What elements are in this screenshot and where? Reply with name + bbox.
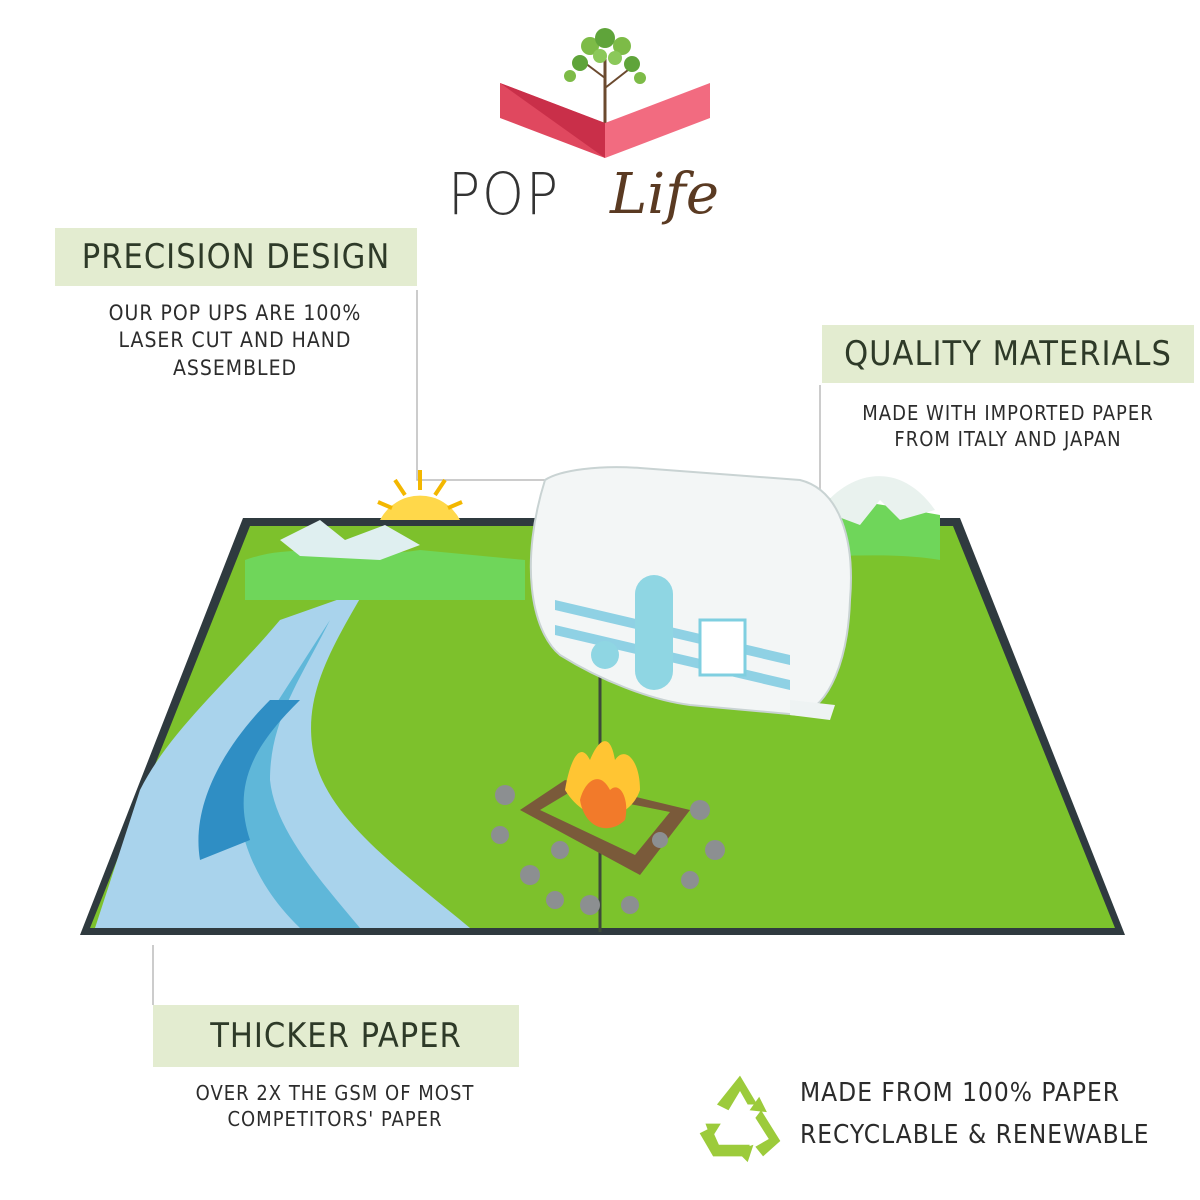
fire-stones [491,785,725,915]
card-cover [80,518,1125,935]
precision-line-2: LASER CUT AND HAND [118,328,352,353]
precision-line-1: OUR POP UPS ARE 100% [108,301,362,325]
quality-materials-text: MADE WITH IMPORTED PAPER FROM ITALY AND … [822,400,1194,452]
left-hills [245,550,525,600]
camper-trailer [529,466,852,720]
callout-lines [152,290,821,1005]
precision-design-title: PRECISION DESIGN [55,228,417,286]
brand-name-life: Life [610,162,719,227]
card-right-page [600,526,1115,928]
card-left-page [90,526,600,928]
thicker-line-1: OVER 2X THE GSM OF MOST [195,1081,475,1105]
tree-icon [564,28,646,123]
sun [380,495,460,520]
recycle-text: MADE FROM 100% PAPER RECYCLABLE & RENEWA… [800,1073,1160,1156]
poplife-logo [500,28,710,158]
open-book-shape [500,83,710,158]
quality-line-1: MADE WITH IMPORTED PAPER [862,401,1154,425]
precision-design-text: OUR POP UPS ARE 100% LASER CUT AND HAND … [60,300,410,382]
recycle-line-1: MADE FROM 100% PAPER [800,1078,1120,1108]
thicker-paper-text: OVER 2X THE GSM OF MOST COMPETITORS' PAP… [160,1080,510,1132]
quality-materials-title: QUALITY MATERIALS [822,325,1194,383]
precision-line-3: ASSEMBLED [172,355,298,380]
quality-line-2: FROM ITALY AND JAPAN [894,427,1122,451]
campfire [520,741,690,875]
recycle-line-2: RECYCLABLE & RENEWABLE [800,1119,1150,1150]
thicker-paper-title: THICKER PAPER [153,1005,519,1067]
thicker-line-2: COMPETITORS' PAPER [227,1107,443,1131]
right-hills [760,496,940,560]
river [95,590,470,928]
recycle-icon [699,1075,781,1163]
brand-name-pop: POP [448,160,560,228]
